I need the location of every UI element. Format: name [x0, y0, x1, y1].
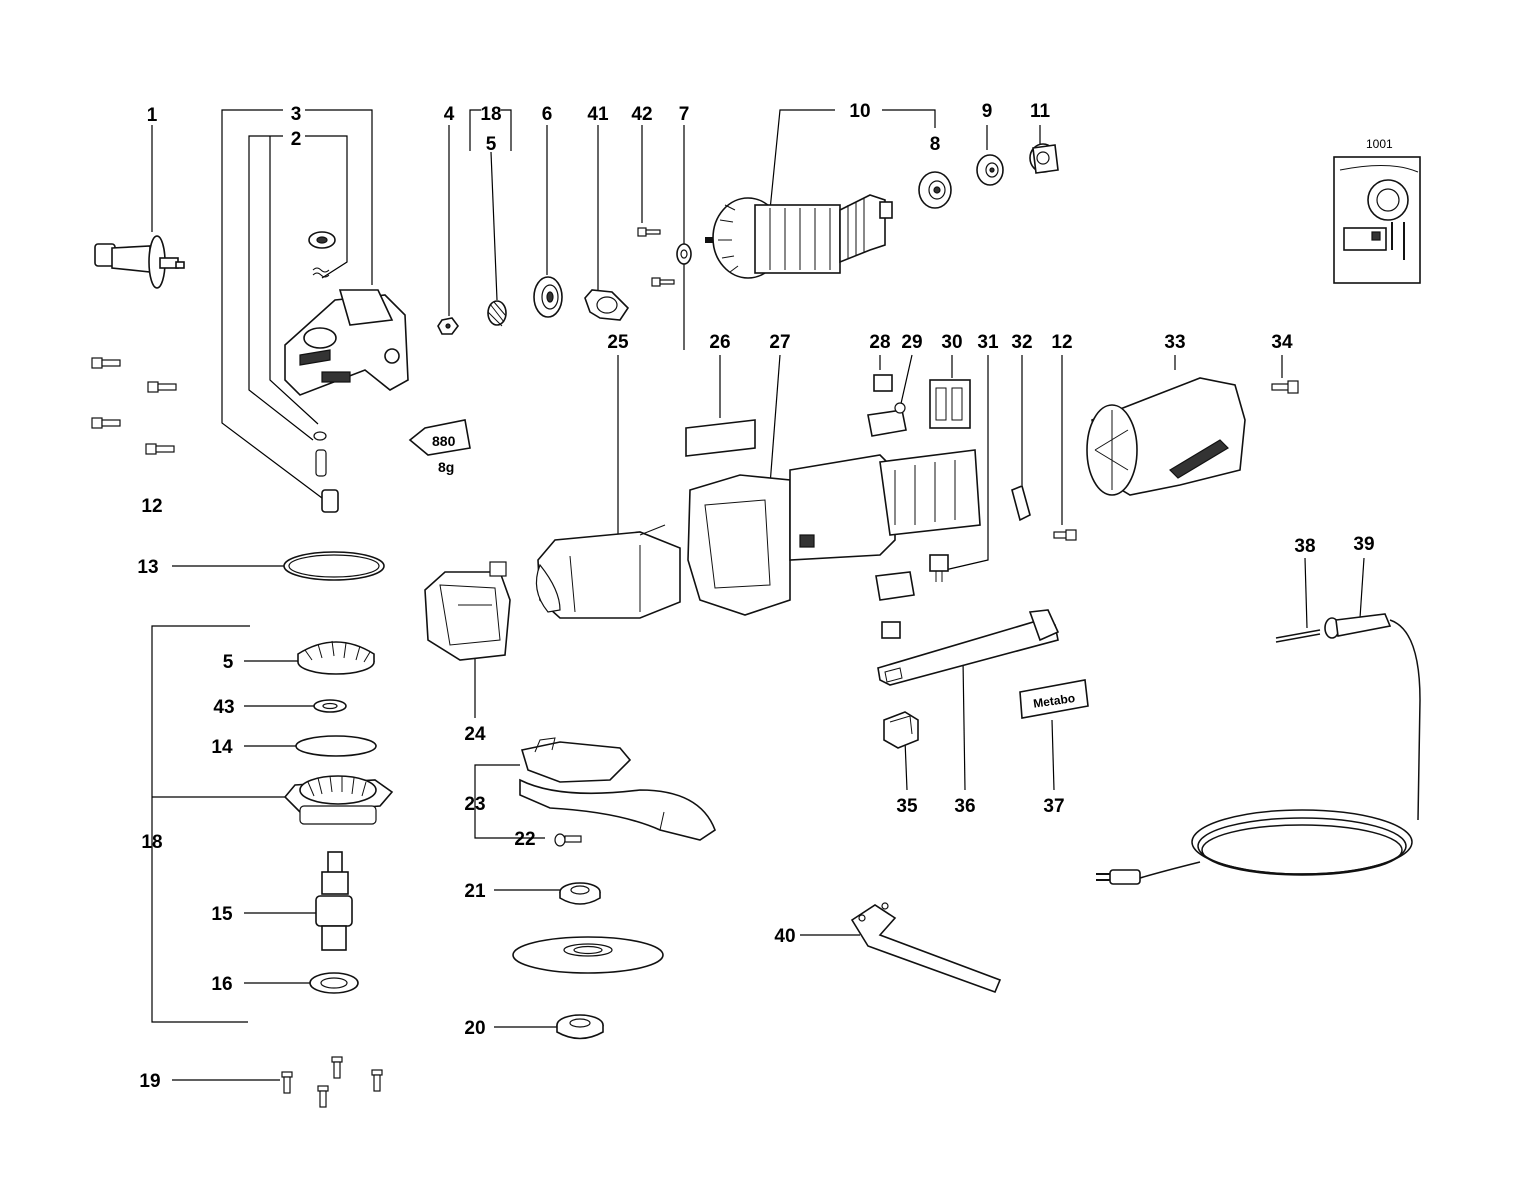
label-7: 7	[679, 104, 690, 125]
label-12-left: 12	[141, 496, 162, 517]
label-4: 4	[444, 104, 455, 125]
label-30: 30	[941, 332, 962, 353]
label-5-top: 5	[486, 134, 497, 155]
label-21: 21	[464, 881, 486, 902]
part-20-support-flange	[556, 1014, 604, 1040]
label-42: 42	[631, 104, 652, 125]
label-19: 19	[139, 1071, 160, 1092]
label-10: 10	[849, 101, 870, 122]
label-23: 23	[464, 794, 485, 815]
part-9-bearing	[976, 154, 1004, 186]
part-42-screws	[637, 227, 675, 287]
label-18: 18	[141, 832, 162, 853]
label-37: 37	[1043, 796, 1064, 817]
part-24-air-guide	[424, 561, 511, 661]
label-18-top: 18	[480, 104, 501, 125]
label-35: 35	[896, 796, 918, 817]
part-number-labels: 1 3 2 4 18 5 6 41 42 7 10 8 9 11 12 13 2…	[137, 101, 1374, 1092]
part-bearing-flange	[283, 775, 394, 825]
label-33: 33	[1164, 332, 1185, 353]
part-29-brush-holder	[867, 402, 907, 437]
part-33-rear-cover	[1086, 377, 1246, 496]
part-7-washer	[676, 243, 692, 265]
part-12-screw-right	[1053, 529, 1077, 541]
label-40: 40	[774, 926, 795, 947]
label-26: 26	[709, 332, 730, 353]
label-27: 27	[769, 332, 790, 353]
label-16: 16	[211, 974, 232, 995]
label-1: 1	[147, 105, 158, 126]
part-35-cable-sleeve	[883, 711, 919, 749]
part-34-screw	[1271, 380, 1299, 394]
part-11-bearing-sleeve	[1029, 143, 1059, 174]
inset-1001: 1001	[1333, 137, 1421, 284]
label-31: 31	[977, 332, 999, 353]
part-4-nut	[437, 317, 459, 335]
label-3: 3	[291, 104, 302, 125]
part-43-washer	[313, 699, 347, 713]
grease-amount: 8g	[438, 459, 454, 475]
part-23-wheel-guard	[519, 737, 716, 841]
label-25: 25	[607, 332, 629, 353]
part-16-washer	[309, 972, 359, 994]
part-26-label	[685, 419, 756, 457]
label-43: 43	[213, 697, 234, 718]
label-36: 36	[954, 796, 975, 817]
part-28-carbon-brush	[873, 374, 893, 392]
leader-lines	[151, 109, 1365, 1081]
part-37-brand-plate: Metabo	[1019, 679, 1089, 719]
label-2: 2	[291, 129, 302, 150]
label-11: 11	[1030, 101, 1051, 122]
part-32-clamp	[1011, 484, 1031, 522]
part-6-bearing	[533, 276, 563, 318]
label-22: 22	[514, 829, 535, 850]
inset-1001-label: 1001	[1366, 137, 1393, 151]
part-25-field-coil	[535, 524, 681, 619]
part-3-gear-housing	[284, 289, 409, 396]
part-grinding-disc	[512, 936, 664, 974]
part-38-39-power-cable	[1096, 613, 1421, 885]
label-13: 13	[137, 557, 158, 578]
part-30-switch	[929, 379, 971, 429]
part-36-cable-clamp-bar	[877, 609, 1060, 686]
part-5-bevel-gear	[297, 640, 375, 675]
part-21-clamping-nut	[559, 882, 601, 905]
part-8-bearing	[918, 171, 952, 209]
part-2-bearing	[308, 231, 336, 278]
label-14: 14	[211, 737, 233, 758]
part-22-screw	[554, 833, 582, 847]
label-41: 41	[587, 104, 609, 125]
label-24: 24	[464, 724, 486, 745]
label-12-right: 12	[1051, 332, 1072, 353]
label-6: 6	[542, 104, 553, 125]
part-12-screws-left	[91, 357, 177, 455]
label-32: 32	[1011, 332, 1032, 353]
part-14-o-ring	[295, 735, 377, 757]
grease-code: 880	[432, 433, 456, 449]
part-27-motor-housing	[687, 449, 981, 616]
grease-tube: 880 8g	[408, 419, 471, 475]
part-31-suppressor	[875, 554, 949, 639]
part-19-screws	[281, 1056, 383, 1108]
part-13-gasket-ring	[283, 551, 385, 581]
label-29: 29	[901, 332, 922, 353]
part-40-pin-spanner	[850, 902, 1002, 994]
part-41-bearing-plate	[584, 289, 630, 321]
part-pin-and-bush	[313, 431, 339, 513]
part-5-pinion	[487, 300, 507, 327]
label-9: 9	[982, 101, 993, 122]
label-39: 39	[1353, 534, 1374, 555]
label-5: 5	[223, 652, 234, 673]
label-38: 38	[1294, 536, 1315, 557]
label-8: 8	[930, 134, 941, 155]
part-10-armature	[705, 194, 893, 279]
part-15-spindle	[315, 851, 353, 951]
brand-plate-text: Metabo	[1032, 691, 1076, 711]
label-34: 34	[1271, 332, 1293, 353]
label-15: 15	[211, 904, 233, 925]
part-1-spindle	[94, 235, 185, 289]
label-20: 20	[464, 1018, 485, 1039]
label-28: 28	[869, 332, 890, 353]
